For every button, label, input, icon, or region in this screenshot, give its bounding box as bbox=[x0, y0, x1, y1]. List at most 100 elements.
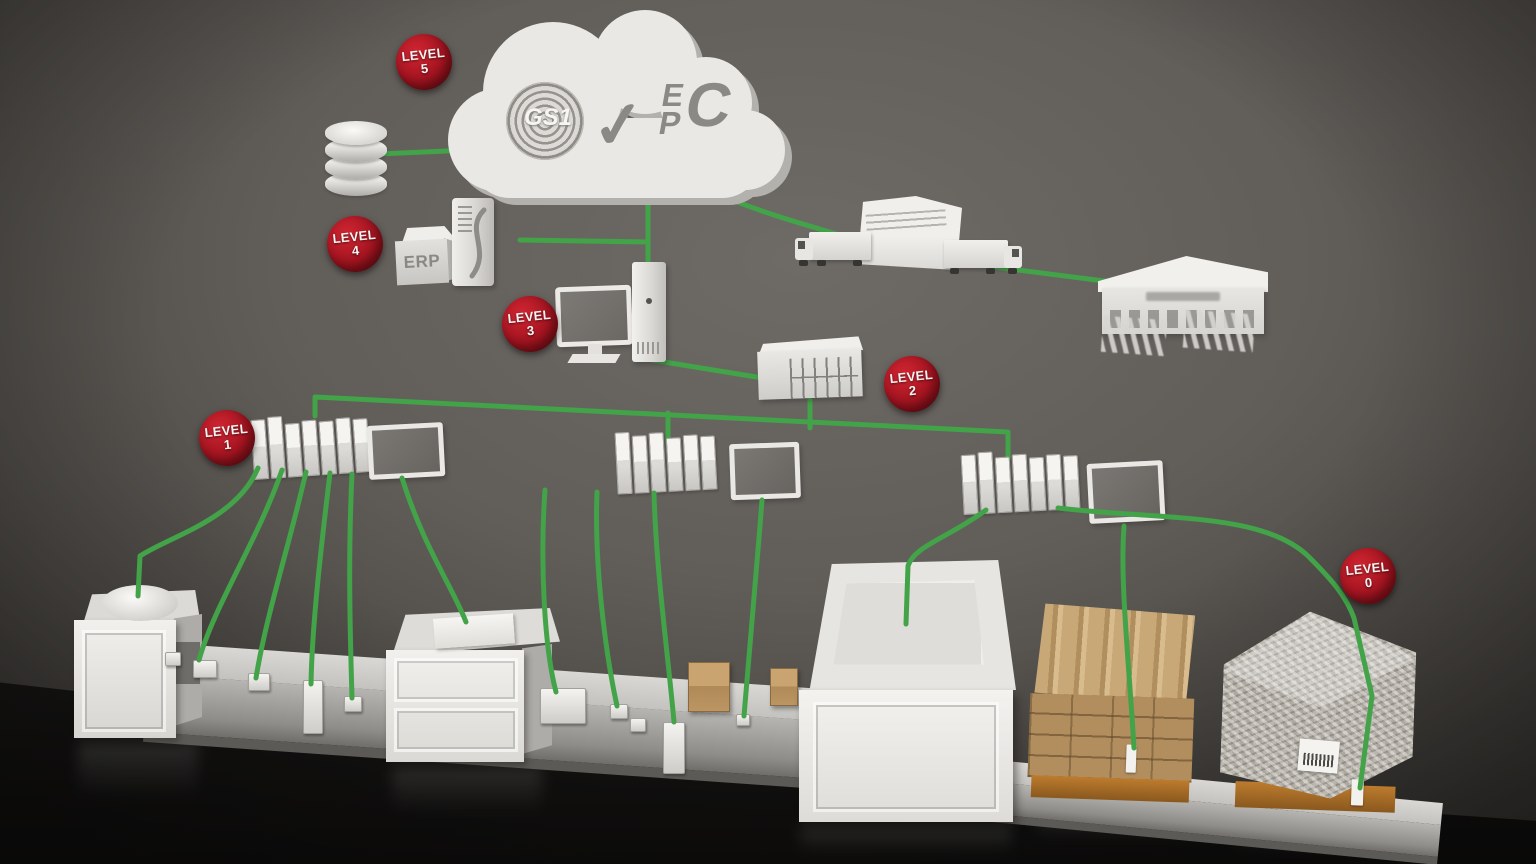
plc-module bbox=[1028, 456, 1047, 512]
shopping-cart-cluster bbox=[1182, 309, 1256, 353]
database-cylinder bbox=[325, 118, 387, 198]
pallet-of-cartons bbox=[1027, 603, 1202, 809]
db-disk bbox=[325, 121, 387, 145]
level-badge-3: LEVEL 3 bbox=[499, 293, 561, 355]
monitor-neck bbox=[588, 344, 602, 356]
wheel bbox=[986, 268, 995, 274]
wire-hmi-to-labeler bbox=[399, 475, 469, 625]
plc-module bbox=[682, 434, 701, 492]
power-button bbox=[646, 298, 652, 304]
truck-windshield bbox=[798, 241, 805, 249]
level-badge-0: LEVEL 0 bbox=[1337, 545, 1399, 607]
monitor-base bbox=[567, 354, 621, 363]
truck-left bbox=[795, 222, 875, 272]
plc-module bbox=[648, 432, 667, 493]
wheel bbox=[817, 260, 826, 266]
belt-sensor bbox=[193, 660, 217, 678]
reflection bbox=[800, 824, 1012, 862]
plc-module-group-mid bbox=[614, 427, 718, 495]
belt-sensor-post bbox=[663, 722, 685, 774]
plc-module bbox=[614, 431, 633, 495]
epc-letter-p: P bbox=[656, 105, 684, 141]
erp-cube: ERP bbox=[394, 238, 450, 286]
belt-sensor bbox=[248, 673, 270, 691]
filling-machine bbox=[74, 620, 176, 738]
wire-left-2 bbox=[196, 467, 285, 663]
plc-module bbox=[631, 434, 650, 494]
wheel bbox=[799, 260, 808, 266]
hmi-panel-right bbox=[1086, 460, 1166, 524]
level-badge-4: LEVEL 4 bbox=[324, 213, 386, 275]
truck-trailer bbox=[809, 232, 871, 260]
carton-box bbox=[770, 668, 798, 706]
belt-sensor bbox=[610, 704, 628, 719]
plc-rack bbox=[757, 344, 865, 406]
plc-module-group-right bbox=[960, 447, 1081, 516]
rack-slots bbox=[789, 356, 859, 399]
plc-module bbox=[301, 419, 321, 477]
wire-left-3 bbox=[253, 469, 309, 681]
plc-module bbox=[994, 456, 1013, 514]
level-badge-2: LEVEL 2 bbox=[881, 353, 943, 415]
badge-number: 2 bbox=[908, 382, 918, 399]
labeling-machine-lid bbox=[433, 613, 515, 649]
belt-sensor bbox=[736, 714, 750, 726]
shrinkwrapped-pallet bbox=[1218, 609, 1417, 824]
rack-body bbox=[757, 348, 863, 400]
plc-module bbox=[266, 415, 287, 479]
carton-box bbox=[688, 662, 730, 712]
truck-windshield bbox=[1012, 249, 1019, 257]
labeling-machine bbox=[386, 650, 524, 762]
palletizer bbox=[799, 690, 1013, 822]
plc-module bbox=[1062, 454, 1081, 510]
retail-store-roof bbox=[1098, 256, 1268, 292]
desktop-monitor bbox=[554, 284, 634, 348]
monitor-screen bbox=[560, 289, 628, 343]
gs1-logo-text: GS1 bbox=[524, 104, 573, 131]
wire-left-1 bbox=[135, 465, 261, 599]
store-sign bbox=[1146, 292, 1220, 301]
hmi-screen bbox=[371, 427, 441, 475]
belt-sensor bbox=[165, 652, 181, 666]
machine-drawer bbox=[394, 708, 518, 752]
server-vents bbox=[458, 206, 472, 236]
carton-stack-front bbox=[1027, 693, 1195, 783]
wire-left-4 bbox=[308, 470, 333, 687]
truck-trailer bbox=[944, 240, 1008, 268]
wheel bbox=[853, 260, 862, 266]
shopping-cart-cluster bbox=[1100, 315, 1168, 357]
wire-erp-to-junction bbox=[517, 237, 651, 245]
epc-logo: E P C bbox=[651, 71, 765, 158]
badge-number: 4 bbox=[351, 242, 361, 259]
filling-machine-dome bbox=[102, 585, 178, 621]
plc-module bbox=[284, 422, 304, 478]
rfid-tag bbox=[1350, 779, 1364, 806]
wooden-pallet bbox=[1030, 775, 1190, 803]
wheel bbox=[1008, 268, 1017, 274]
badge-number: 3 bbox=[526, 322, 536, 339]
tower-vents bbox=[637, 342, 661, 354]
reflection bbox=[392, 766, 542, 826]
plc-module bbox=[318, 420, 338, 476]
belt-sensor bbox=[344, 696, 362, 712]
erp-label: ERP bbox=[403, 251, 441, 272]
machine-panel bbox=[813, 702, 999, 812]
belt-station bbox=[540, 688, 586, 724]
badge-number: 5 bbox=[420, 60, 430, 77]
plc-module-group-left bbox=[250, 410, 372, 481]
wire-database-to-cloud bbox=[375, 147, 473, 157]
belt-sensor bbox=[630, 718, 646, 732]
carton-tops bbox=[1034, 603, 1195, 704]
plc-module bbox=[960, 454, 979, 516]
plc-module bbox=[335, 417, 355, 475]
level-badge-5: LEVEL 5 bbox=[393, 31, 455, 93]
rfid-tag bbox=[1125, 744, 1137, 773]
wheel bbox=[950, 268, 959, 274]
plc-module bbox=[665, 437, 684, 492]
barcode bbox=[1302, 752, 1334, 768]
plc-module bbox=[1011, 453, 1030, 513]
hmi-panel-mid bbox=[729, 441, 801, 501]
machine-panel bbox=[82, 630, 166, 732]
hmi-screen bbox=[734, 446, 796, 496]
